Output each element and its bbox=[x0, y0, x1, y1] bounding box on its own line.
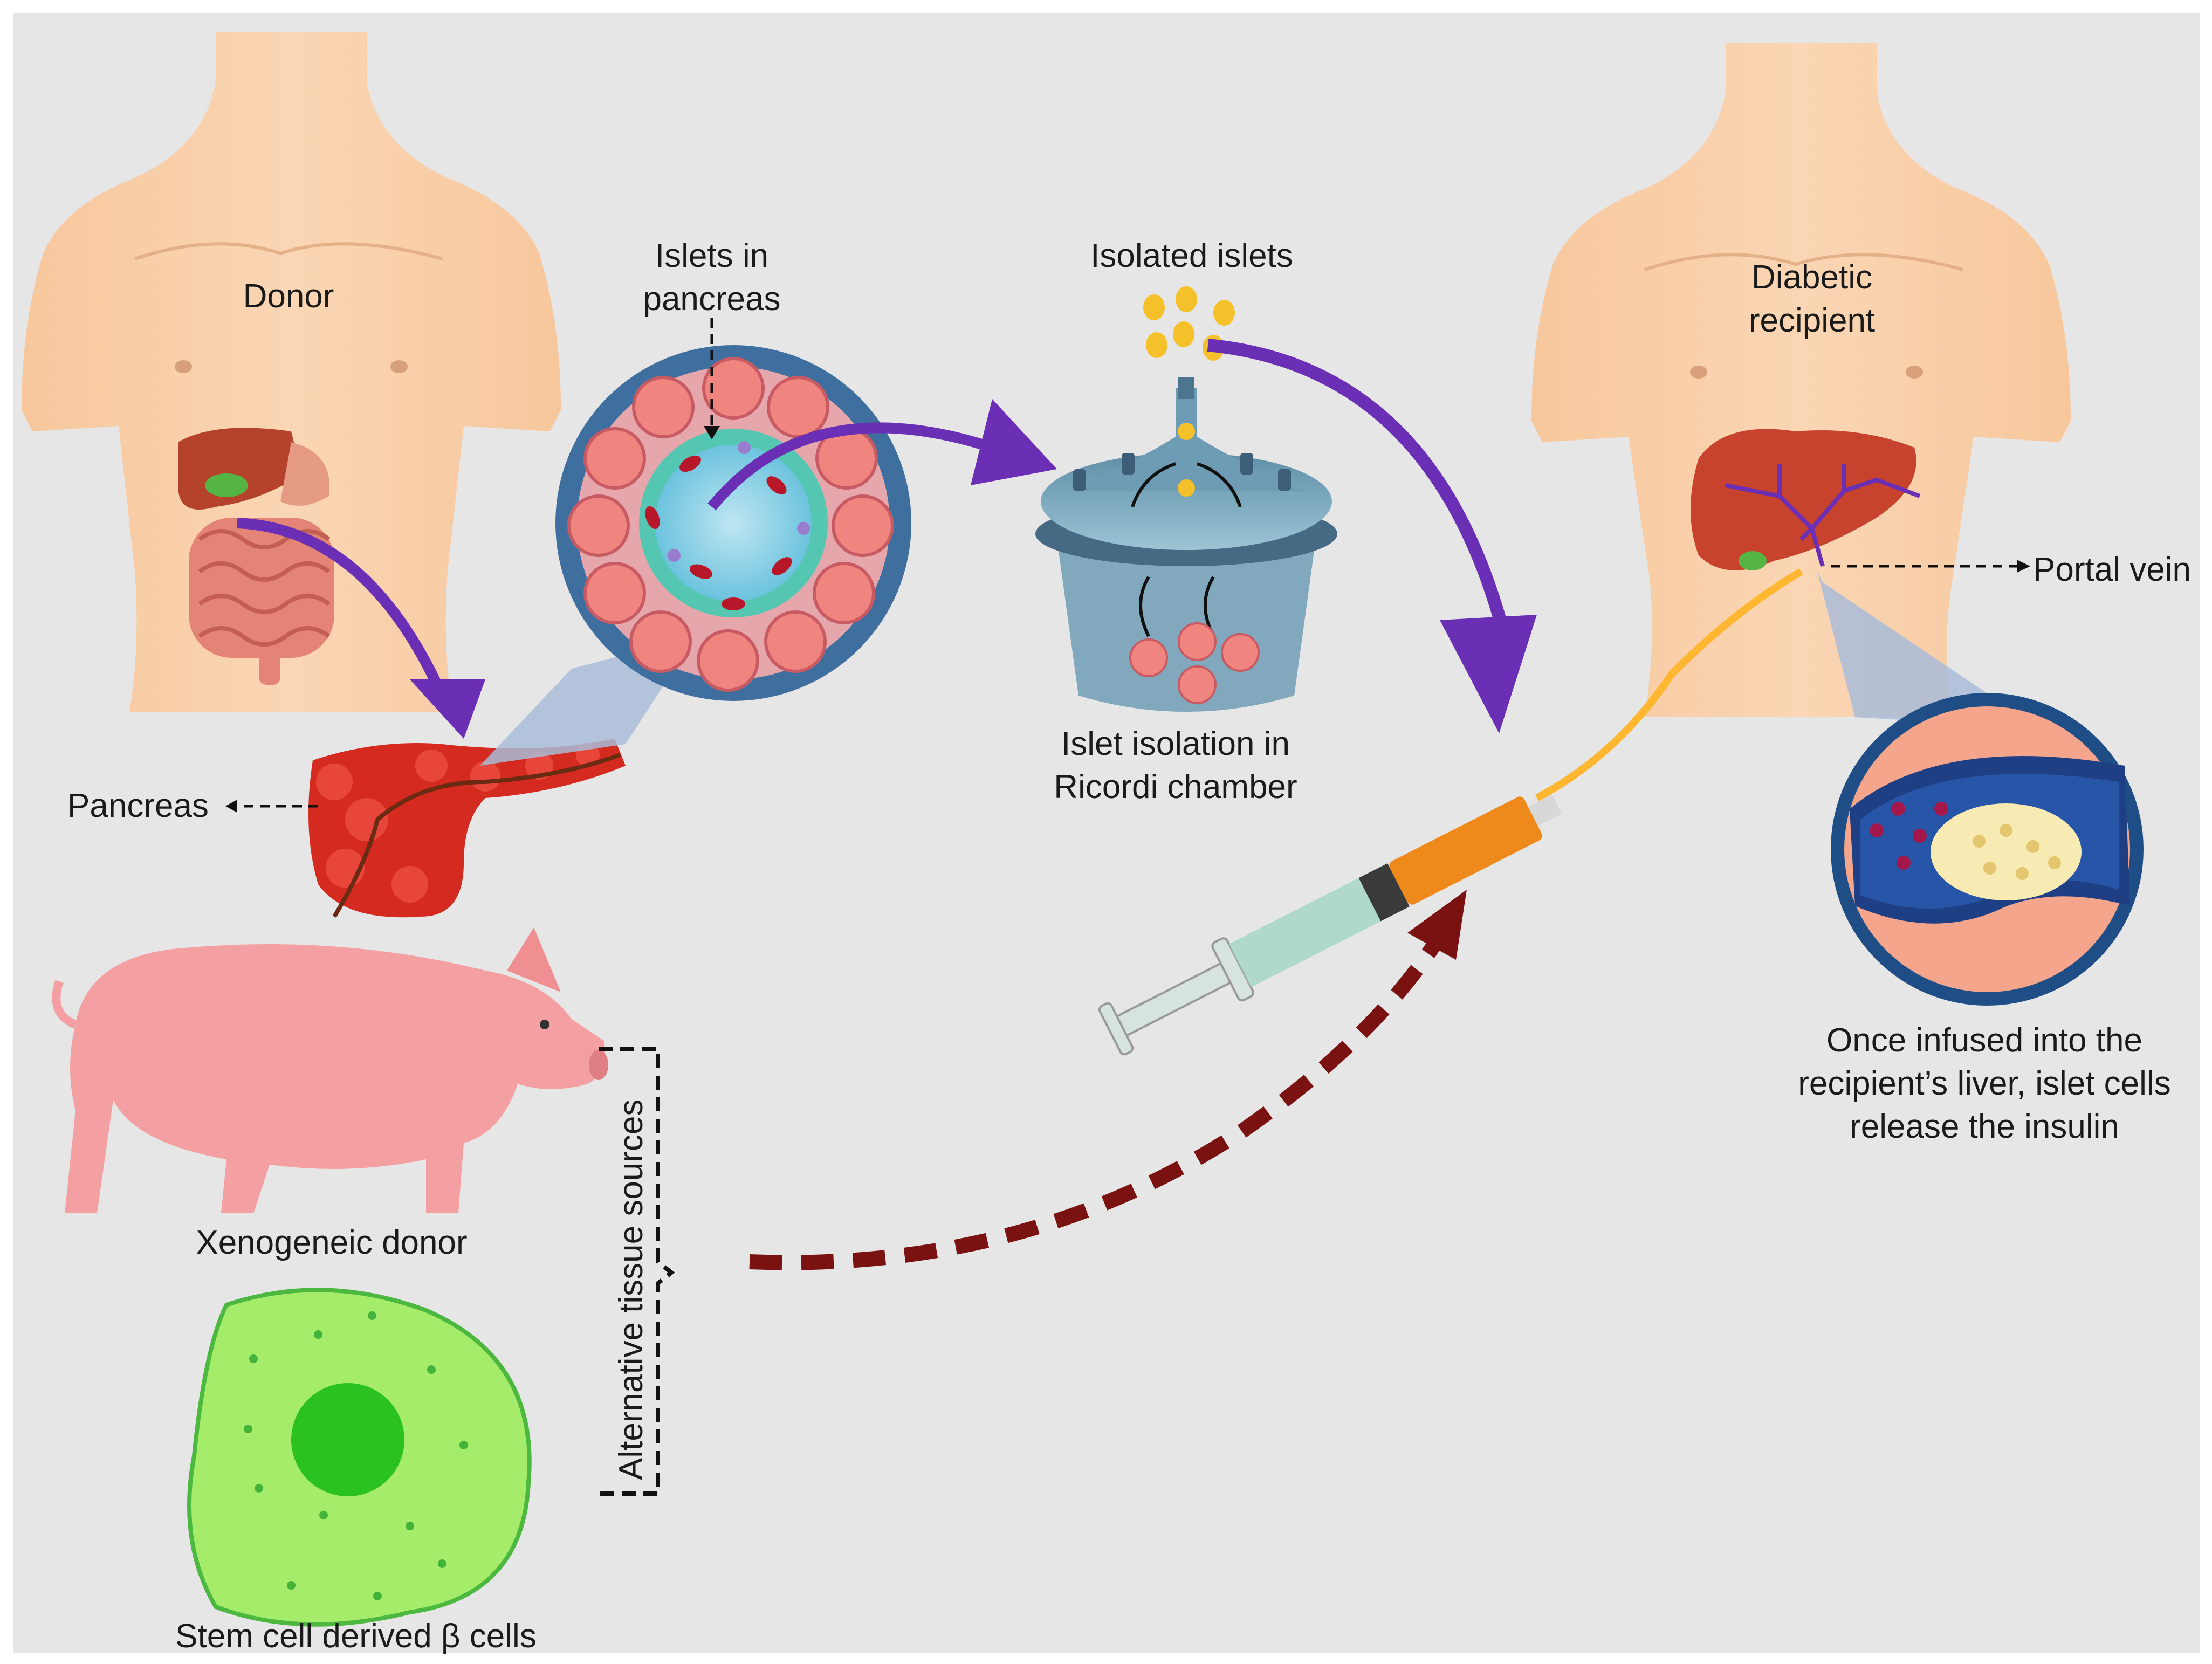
flow-arrows bbox=[237, 339, 1537, 739]
flow-arrow-islets-to-chamber bbox=[707, 422, 994, 511]
recipient-liver bbox=[1691, 429, 1921, 570]
leader-lines bbox=[235, 318, 2019, 808]
label-xenogeneic-donor: Xenogeneic donor bbox=[196, 1224, 468, 1261]
stem-cell-illustration bbox=[187, 1288, 532, 1627]
label-infusion-2: recipient’s liver, islet cells bbox=[1798, 1065, 2171, 1102]
label-islets-in-pancreas-1: Islets in bbox=[655, 237, 769, 274]
recipient-torso bbox=[1531, 43, 2071, 717]
label-pancreas: Pancreas bbox=[67, 787, 209, 824]
label-ricordi-1: Islet isolation in bbox=[1061, 725, 1290, 762]
label-diabetic-recipient-2: recipient bbox=[1748, 302, 1876, 339]
alternative-sources-bracket bbox=[599, 1047, 675, 1496]
flow-arrowhead-3 bbox=[1440, 615, 1537, 733]
syringe bbox=[1098, 568, 1803, 1056]
label-infusion-3: release the insulin bbox=[1850, 1108, 2119, 1145]
label-donor: Donor bbox=[243, 278, 334, 315]
pig-illustration bbox=[52, 927, 608, 1213]
label-isolated-islets: Isolated islets bbox=[1090, 237, 1293, 274]
islets-in-pancreas-illustration bbox=[555, 345, 911, 701]
label-infusion-1: Once infused into the bbox=[1826, 1022, 2142, 1059]
label-portal-vein: Portal vein bbox=[2033, 551, 2191, 588]
label-alternative-sources: Alternative tissue sources bbox=[613, 1099, 650, 1480]
donor-torso bbox=[22, 32, 561, 712]
zoom-cone-infusion bbox=[1817, 572, 2038, 728]
label-stem-cell: Stem cell derived β cells bbox=[175, 1618, 537, 1655]
isolated-islets bbox=[1143, 286, 1235, 361]
label-ricordi-2: Ricordi chamber bbox=[1054, 768, 1297, 806]
ricordi-chamber bbox=[1035, 377, 1337, 712]
label-diabetic-recipient-1: Diabetic bbox=[1751, 259, 1872, 296]
pancreas-organ bbox=[308, 739, 626, 918]
flow-arrowhead-1 bbox=[410, 679, 485, 739]
infusion-illustration bbox=[1831, 693, 2144, 1006]
alternative-source-arrow bbox=[749, 923, 1452, 1270]
label-islets-in-pancreas-2: pancreas bbox=[643, 280, 781, 318]
alternative-source-arrowhead bbox=[1407, 890, 1467, 960]
leader-arrowheads bbox=[225, 426, 2030, 813]
flow-arrowhead-2 bbox=[971, 399, 1057, 485]
donor-organs bbox=[178, 428, 334, 685]
flow-arrow-chamber-to-recipient bbox=[1207, 339, 1511, 638]
flow-arrow-donor-to-pancreas bbox=[237, 518, 448, 698]
